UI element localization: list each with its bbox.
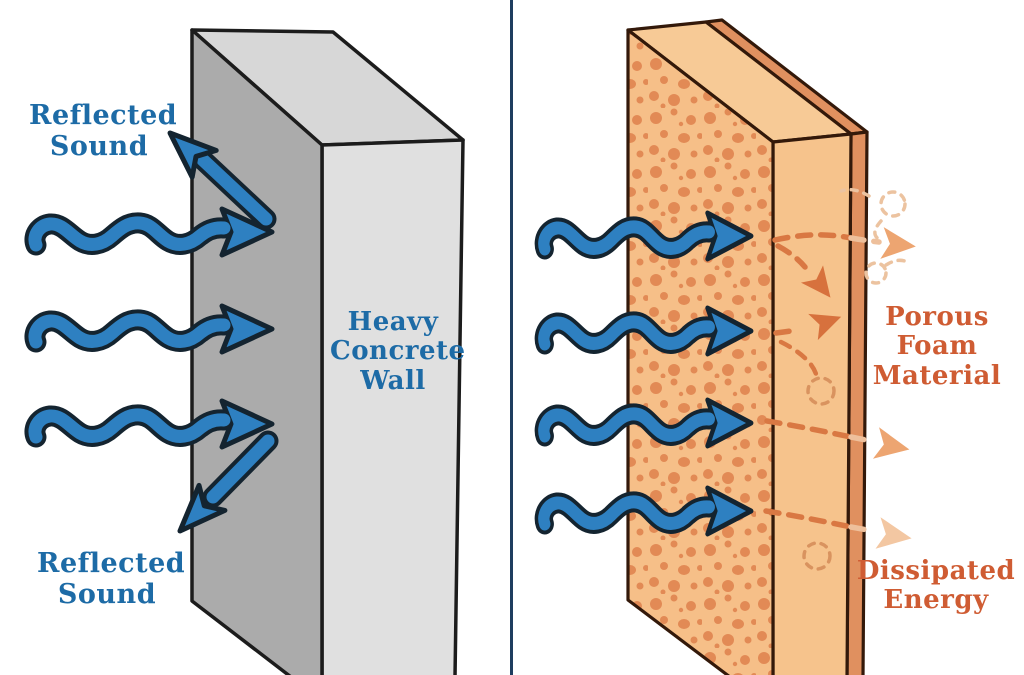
- energy-swirl-4: [802, 541, 832, 571]
- dissipation-dash-3-exit: [848, 434, 874, 444]
- incident-sound-wave-3: [35, 401, 272, 447]
- concrete-wall-front-face: [190, 28, 324, 675]
- dissipation-dash-3: [764, 418, 854, 440]
- dissipation-dash-1: [772, 232, 854, 243]
- foam-side-face: [771, 132, 853, 675]
- transmitted-arrowhead-3: [872, 427, 910, 459]
- panel-divider: [510, 0, 513, 675]
- foam-front-face: [626, 28, 775, 675]
- absorbed-arrowhead-1: [800, 265, 831, 298]
- transmitted-arrowhead-4: [875, 517, 912, 549]
- absorbed-curl-2: [778, 339, 819, 377]
- reflected-sound-label-bottom: Reflected Sound: [37, 548, 186, 610]
- energy-swirl-2: [864, 261, 888, 285]
- energy-swirl-1-tail-top: [839, 187, 871, 198]
- energy-swirl-2-tail: [884, 258, 909, 267]
- absorbed-dash-2: [773, 327, 800, 336]
- dissipation-dash-1-exit: [848, 235, 882, 245]
- energy-swirl-1: [879, 190, 907, 218]
- dissipation-paths: [763, 187, 916, 571]
- absorbed-arrowhead-2: [808, 313, 842, 341]
- reflected-arrow-down: [177, 430, 279, 534]
- dissipated-energy-label: Dissipated Energy: [856, 556, 1016, 616]
- incident-sound-wave-2: [35, 306, 272, 352]
- dissipation-dash-4-exit: [848, 524, 876, 534]
- absorbed-dash-1: [775, 243, 808, 270]
- incident-sound-wave-1: [35, 209, 272, 255]
- concrete-wall-side-face: [320, 138, 465, 675]
- reflected-sound-label-top: Reflected Sound: [29, 100, 178, 162]
- porous-foam-label: Porous Foam Material: [872, 302, 1002, 391]
- transmitted-arrowhead-1: [880, 227, 916, 259]
- concrete-wall-label: Heavy Concrete Wall: [330, 307, 466, 396]
- reflected-arrow-up: [167, 130, 277, 230]
- energy-swirl-1-tail: [873, 219, 883, 242]
- energy-swirl-3: [806, 376, 836, 406]
- dissipation-dash-4: [763, 508, 854, 530]
